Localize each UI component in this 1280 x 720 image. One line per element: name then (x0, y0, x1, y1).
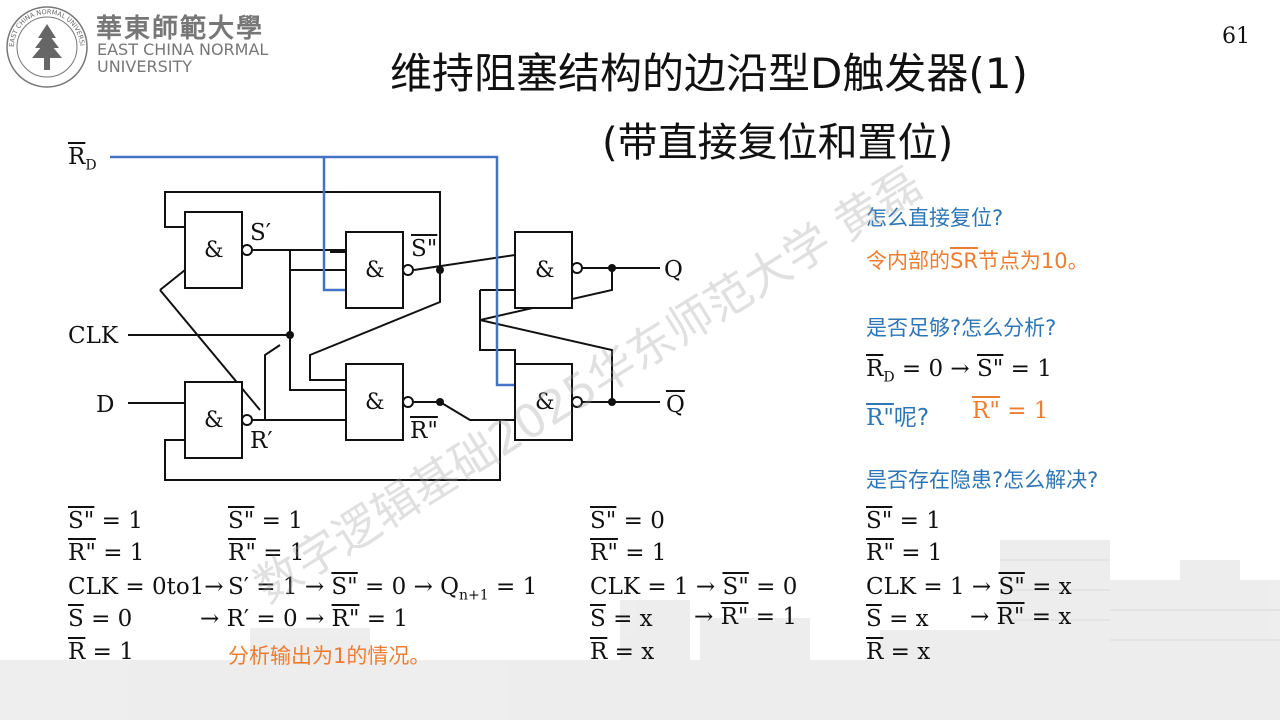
logo-en-line2: UNIVERSITY (97, 57, 192, 76)
gate4-symbol: & (365, 390, 385, 415)
s-prime-label: S′ (250, 220, 271, 246)
reset-wire (110, 155, 515, 387)
nand-gate-1 (184, 211, 243, 289)
c4-line4-right: → R" = x (970, 604, 1072, 630)
s-dprime-label: S" (411, 236, 438, 262)
slide-title: 维持阻塞结构的边沿型D触发器(1) (390, 49, 1028, 98)
c3-line4-right: → R" = 1 (694, 604, 798, 630)
note-question-2: 是否足够?怎么分析? (866, 316, 1057, 340)
q-output-label: Q (664, 257, 683, 283)
seal-icon: EAST CHINA NORMAL UNIVERSITY (4, 4, 88, 88)
note-question-4: 是否存在隐患?怎么解决? (866, 468, 1099, 492)
note-answer-1: 令内部的SR节点为10。 (866, 249, 1089, 273)
c4-line2: R" = 1 (866, 540, 943, 566)
gate6-symbol: & (535, 390, 555, 415)
c4-line1: S" = 1 (866, 508, 941, 534)
c2-line2: R" = 1 (228, 540, 305, 566)
slide-subtitle: (带直接复位和置位) (602, 120, 954, 166)
note-rd-expression: RD = 0 → S" = 1 (866, 356, 1052, 386)
note-answer-3: R" = 1 (972, 398, 1049, 424)
c3-line4: S = x (590, 606, 653, 632)
c3-line5: R = x (590, 639, 655, 665)
gate2-symbol: & (204, 408, 224, 433)
page-number: 61 (1222, 24, 1250, 49)
c2-line4: → R′ = 0 → R" = 1 (200, 606, 408, 632)
c2-note: 分析输出为1的情况。 (228, 644, 431, 668)
r-dprime-label: R" (410, 418, 438, 444)
note-question-3: R"呢? (866, 405, 930, 431)
c2-line1: S" = 1 (228, 508, 303, 534)
c3-line1: S" = 0 (590, 508, 665, 534)
c4-line3: CLK = 1 → S" = x (866, 574, 1072, 600)
nand-gate-5 (514, 231, 573, 309)
note-question-1: 怎么直接复位? (866, 206, 1004, 230)
c3-line2: R" = 1 (590, 540, 667, 566)
d-label: D (96, 392, 115, 418)
qbar-output-label: Q (666, 392, 685, 418)
junction-dots (286, 264, 616, 406)
gate3-symbol: & (365, 258, 385, 283)
clk-label: CLK (68, 323, 119, 349)
nand-gate-4 (345, 363, 404, 441)
logo-en-line1: EAST CHINA NORMAL (97, 40, 269, 59)
gate1-symbol: & (204, 238, 224, 263)
gate5-symbol: & (535, 258, 555, 283)
c1-line2: R" = 1 (68, 540, 145, 566)
c1-line5: R = 1 (68, 639, 134, 665)
c1-line4: S = 0 (68, 606, 133, 632)
logo-cn-name: 華東師範大學 (96, 14, 265, 44)
c2-line3: S′ = 1 → S" = 0 → Qn+1 = 1 (228, 574, 538, 604)
c4-line4: S = x (866, 606, 929, 632)
nand-gate-3 (345, 231, 404, 309)
rd-bar-label: RD (68, 144, 97, 174)
c3-line3: CLK = 1 → S" = 0 (590, 574, 798, 600)
r-prime-label: R′ (250, 428, 273, 454)
c1-line1: S" = 1 (68, 508, 143, 534)
c1-line3: CLK = 0to1→ (68, 574, 224, 600)
c4-line5: R = x (866, 639, 931, 665)
